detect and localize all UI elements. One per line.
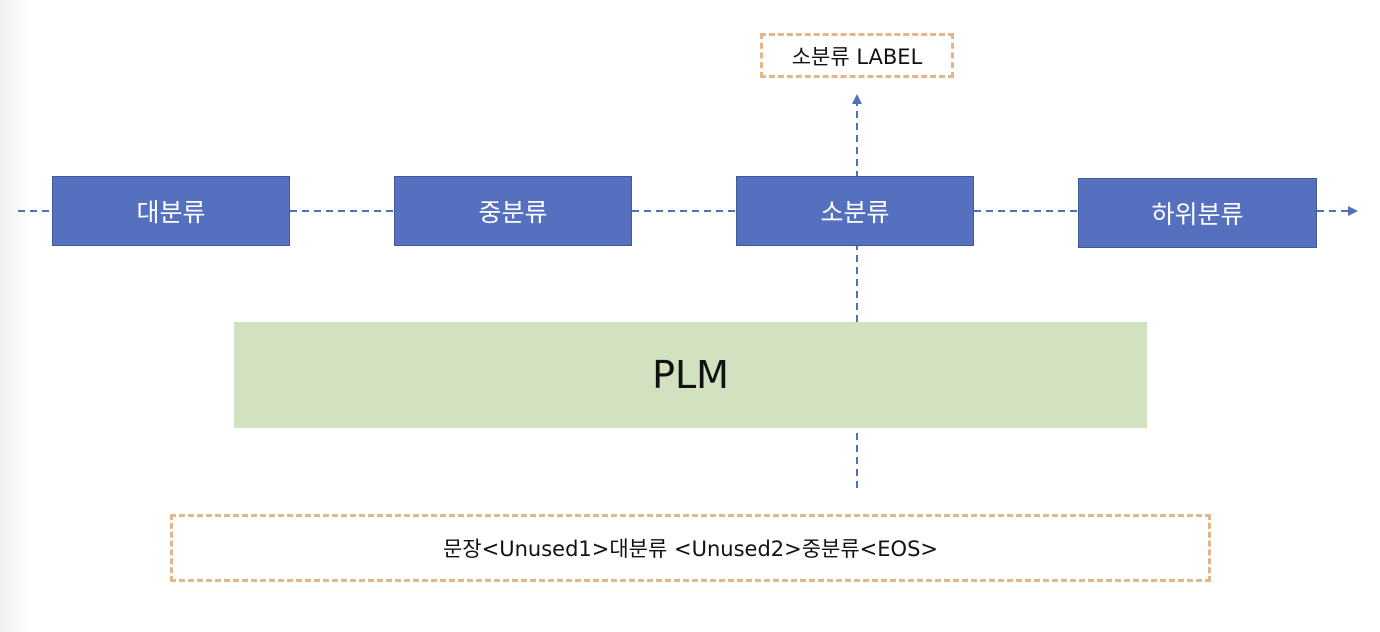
category-label-sub: 하위분류 (1151, 200, 1244, 229)
category-label-small: 소분류 (820, 198, 890, 227)
input-sequence-text: 문장<Unused1>대분류 <Unused2>중분류<EOS> (442, 537, 939, 561)
category-box-small: 소분류 (736, 176, 974, 246)
category-label-large: 대분류 (136, 198, 206, 227)
output-label-text: 소분류 LABEL (791, 44, 923, 69)
plm-model-box: PLM (234, 322, 1147, 428)
output-label-box: 소분류 LABEL (760, 33, 954, 78)
plm-model-label: PLM (652, 353, 729, 397)
category-box-sub: 하위분류 (1078, 178, 1317, 248)
category-box-large: 대분류 (52, 176, 290, 246)
category-label-medium: 중분류 (478, 198, 548, 227)
category-box-medium: 중분류 (394, 176, 632, 246)
input-sequence-box: 문장<Unused1>대분류 <Unused2>중분류<EOS> (170, 514, 1211, 582)
